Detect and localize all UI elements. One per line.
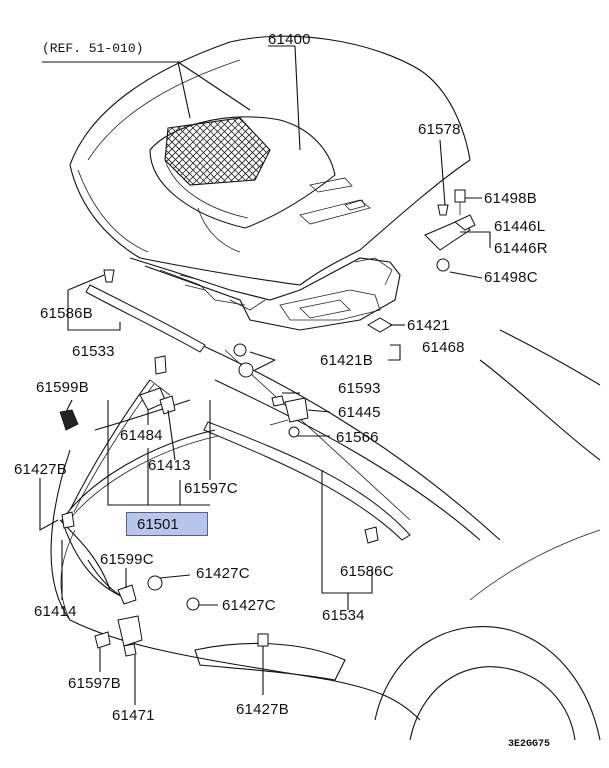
reference-label: (REF. 51-010) <box>42 41 144 56</box>
clip-61599b <box>59 409 79 431</box>
weatherstrip-61533 <box>85 284 206 353</box>
part-label-61566[interactable]: 61566 <box>336 429 379 446</box>
latch-61471 <box>117 615 143 657</box>
part-label-61427b-top[interactable]: 61427B <box>14 461 67 478</box>
part-label-61427c-a[interactable]: 61427C <box>196 565 250 582</box>
part-label-61427c-b[interactable]: 61427C <box>222 597 276 614</box>
hood-support-rod <box>94 379 191 431</box>
hinge-61446 <box>424 214 476 251</box>
part-label-61446l[interactable]: 61446L <box>494 218 546 235</box>
bracket-61484 <box>139 355 167 411</box>
bolt-61498c <box>436 258 450 272</box>
part-label-61534[interactable]: 61534 <box>322 607 365 624</box>
part-label-61421b[interactable]: 61421B <box>320 352 373 369</box>
clip-61427b-top <box>61 511 75 529</box>
hood-panel <box>69 35 471 286</box>
part-label-61421[interactable]: 61421 <box>407 317 450 334</box>
part-label-61586b[interactable]: 61586B <box>40 305 93 322</box>
part-label-61597c[interactable]: 61597C <box>184 480 238 497</box>
bolt-61593 <box>271 395 285 407</box>
clip-61599c <box>117 584 137 605</box>
part-label-61471[interactable]: 61471 <box>112 707 155 724</box>
clip-61421 <box>367 317 393 333</box>
car-body-outline <box>50 329 601 741</box>
leader-lines <box>39 45 491 705</box>
part-label-61414[interactable]: 61414 <box>34 603 77 620</box>
hood-mesh-grille <box>164 117 271 186</box>
cable-61414 <box>61 519 126 599</box>
plug-61427b-bottom <box>257 633 269 647</box>
part-label-61446r[interactable]: 61446R <box>494 240 548 257</box>
part-label-61501-highlighted[interactable]: 61501 <box>126 512 208 536</box>
part-label-61597b[interactable]: 61597B <box>68 675 121 692</box>
clip-61597b <box>94 631 111 649</box>
reference-leaders <box>42 61 251 119</box>
bolt-61578 <box>437 204 449 216</box>
clip-61413 <box>159 395 176 415</box>
part-label-61400[interactable]: 61400 <box>268 31 311 48</box>
part-label-61599b[interactable]: 61599B <box>36 379 89 396</box>
part-label-61484[interactable]: 61484 <box>120 427 163 444</box>
part-label-61593[interactable]: 61593 <box>338 380 381 397</box>
clip-61427c-a <box>147 575 163 591</box>
part-label-61533[interactable]: 61533 <box>72 343 115 360</box>
part-label-61413[interactable]: 61413 <box>148 457 191 474</box>
part-label-61445[interactable]: 61445 <box>338 404 381 421</box>
part-label-61427b-bottom[interactable]: 61427B <box>236 701 289 718</box>
lock-61445 <box>269 397 309 426</box>
hood-inner-frame <box>129 257 401 331</box>
part-label-61498c[interactable]: 61498C <box>484 269 538 286</box>
clip-61586c <box>364 526 379 544</box>
part-label-61468[interactable]: 61468 <box>422 339 465 356</box>
bolt-61498b <box>454 189 466 215</box>
diagram-code: 3E2GG75 <box>508 739 551 750</box>
bumper-61421b <box>233 343 254 378</box>
clip-61427c-b <box>186 597 200 611</box>
bolt-61566 <box>288 426 300 438</box>
weatherstrip-61534 <box>203 421 411 541</box>
clip-61586b <box>103 269 115 283</box>
part-label-61498b[interactable]: 61498B <box>484 190 537 207</box>
part-label-61599c[interactable]: 61599C <box>100 551 154 568</box>
part-label-61578[interactable]: 61578 <box>418 121 461 138</box>
part-label-61586c[interactable]: 61586C <box>340 563 394 580</box>
